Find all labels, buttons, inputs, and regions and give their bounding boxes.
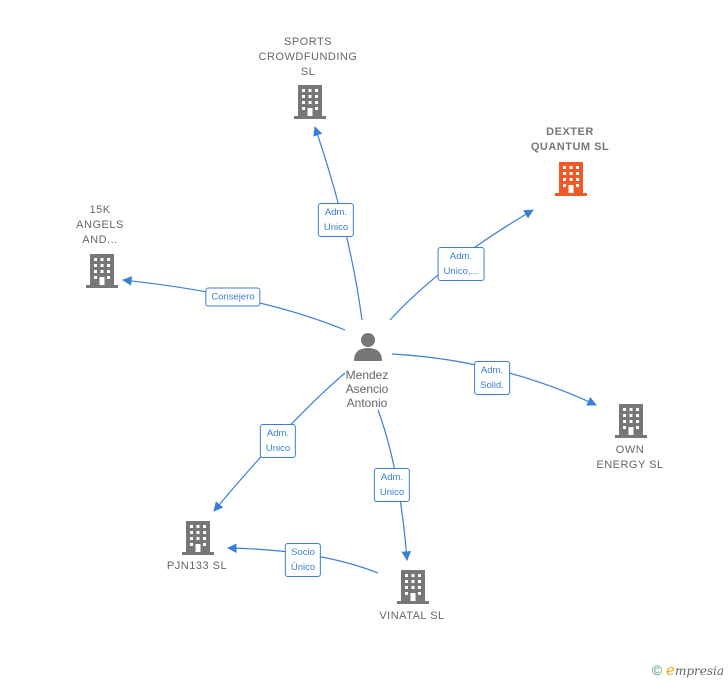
building-icon[interactable] [294,85,326,124]
edge-label-socio[interactable]: Socio Único [284,543,322,577]
building-icon[interactable] [397,570,429,609]
node-label-line: CROWDFUNDING [258,51,358,63]
edge-label-line: Adm. [324,207,348,218]
building-icon[interactable] [555,162,587,201]
edge-label-pjn[interactable]: Adm. Unico [259,424,297,458]
edge-label-line: Adm. [449,251,473,262]
person-name-line: Mendez [345,368,389,382]
edge-label-line: Unico [265,443,291,454]
edge-label-line: Consejero [211,291,255,303]
edge-label-dexter[interactable]: Adm. Unico,... [437,247,485,281]
person-name-line: Asencio [345,382,389,396]
building-icon[interactable] [86,254,118,293]
node-label-15k[interactable]: 15K ANGELS AND... [76,203,124,248]
node-label-line: AND... [82,234,118,246]
copyright-symbol: © [651,662,663,678]
edge-label-vinatal[interactable]: Adm. Unico [373,468,411,502]
person-name-line: Antonio [346,396,388,410]
edge-label-line: Unico [379,487,405,498]
node-label-vinatal[interactable]: VINATAL SL [379,609,444,624]
brand-logo: empresia [666,661,724,679]
edge-label-line: Unico [323,222,349,233]
person-icon[interactable] [353,331,383,366]
node-label-line: OWN [615,444,645,456]
node-label-pjn[interactable]: PJN133 SL [167,559,227,574]
node-label-line: ANGELS [76,219,124,231]
brand-name: mpresia [674,664,724,678]
node-label-line: SL [300,66,316,78]
edge-label-own[interactable]: Adm. Solid. [474,361,510,395]
edge-label-line: Solid. [480,380,504,391]
center-person-label[interactable]: Mendez Asencio Antonio [346,368,389,410]
node-label-line: 15K [89,204,111,216]
node-label-line: ENERGY SL [596,459,664,471]
edge-label-15k[interactable]: Consejero [205,287,261,307]
building-icon[interactable] [182,521,214,560]
edge-label-sports[interactable]: Adm. Unico [317,203,355,237]
node-label-line: SPORTS [283,36,333,48]
node-label-dexter[interactable]: DEXTER QUANTUM SL [531,125,609,155]
edge-label-line: Adm. [480,365,504,376]
edge-label-line: Adm. [380,472,404,483]
node-label-line: VINATAL SL [379,610,445,622]
node-label-own[interactable]: OWN ENERGY SL [596,443,663,473]
edge-label-line: Único [290,562,316,573]
edge-label-line: Adm. [266,428,290,439]
edge-label-line: Unico,... [443,266,479,277]
node-label-line: DEXTER [546,126,594,138]
edge-label-line: Socio [291,547,315,558]
brand-initial: e [666,661,675,679]
node-label-sports[interactable]: SPORTS CROWDFUNDING SL [259,35,358,80]
node-label-line: PJN133 SL [166,560,228,572]
building-icon[interactable] [615,404,647,443]
copyright-brand[interactable]: © empresia [652,661,724,679]
node-label-line: QUANTUM SL [530,141,610,153]
